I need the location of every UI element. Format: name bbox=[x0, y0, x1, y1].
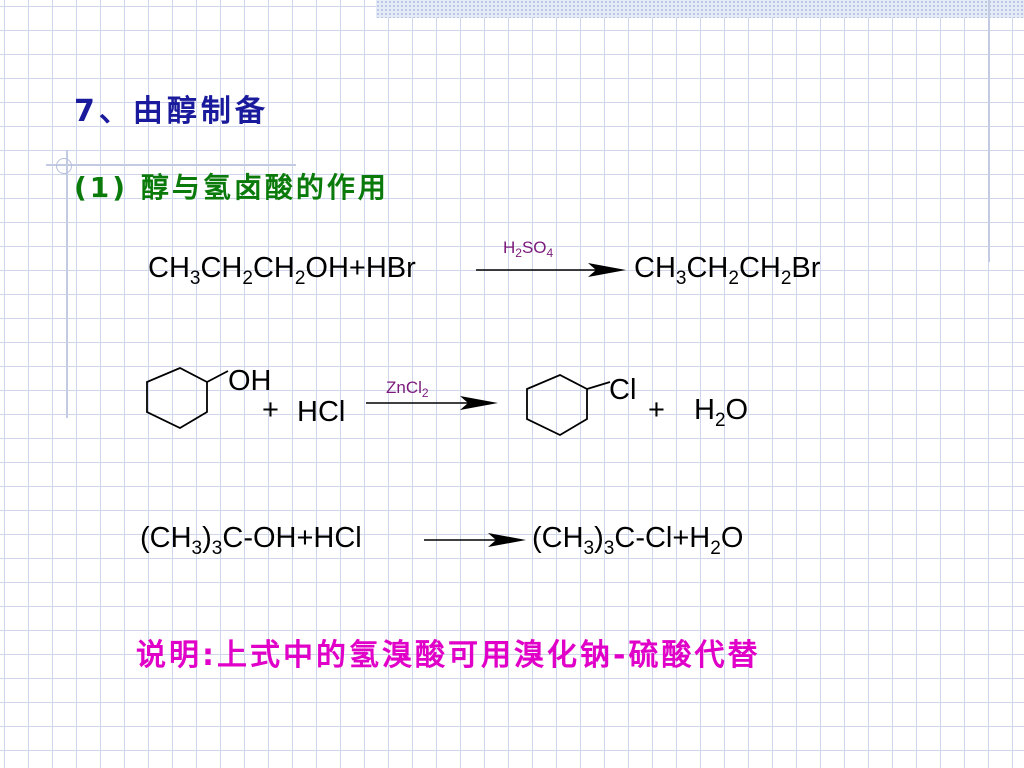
reaction2-chloro-group: Cl bbox=[609, 374, 637, 406]
cyclohexane-ring-left bbox=[146, 367, 229, 430]
reaction3-reactants: (CH3)3C-OH+HCl bbox=[140, 522, 362, 559]
reaction2-plus-sign-2: + bbox=[648, 394, 665, 426]
right-vertical-rule bbox=[988, 0, 990, 262]
rule-ring-ornament bbox=[56, 158, 72, 174]
subsection-heading: (1) 醇与氢卤酸的作用 bbox=[74, 171, 389, 204]
top-decorative-band bbox=[376, 0, 1024, 18]
section-heading: 7、由醇制备 bbox=[74, 94, 269, 129]
reaction2-plus-sign: + bbox=[262, 394, 279, 426]
reaction2-catalyst: ZnCl2 bbox=[386, 378, 429, 400]
reaction2-reagent: HCl bbox=[297, 396, 346, 428]
reaction1-product: CH3CH2CH2Br bbox=[634, 252, 821, 289]
reaction2-water: H2O bbox=[694, 394, 749, 431]
reaction2-hydroxyl-group: OH bbox=[228, 365, 272, 397]
left-horizontal-rule bbox=[46, 164, 296, 166]
explanation-note: 说明:上式中的氢溴酸可用溴化钠-硫酸代替 bbox=[136, 638, 761, 673]
left-vertical-rule bbox=[66, 150, 68, 418]
reaction1-arrow bbox=[476, 263, 626, 277]
reaction1-catalyst: H2SO4 bbox=[503, 238, 554, 260]
reaction2-arrow bbox=[366, 396, 498, 410]
reaction3-arrow bbox=[424, 533, 526, 547]
reaction1-reactants: CH3CH2CH2OH+HBr bbox=[148, 252, 416, 289]
cyclohexane-ring-right bbox=[526, 374, 611, 437]
reaction3-product: (CH3)3C-Cl+H2O bbox=[532, 522, 744, 559]
